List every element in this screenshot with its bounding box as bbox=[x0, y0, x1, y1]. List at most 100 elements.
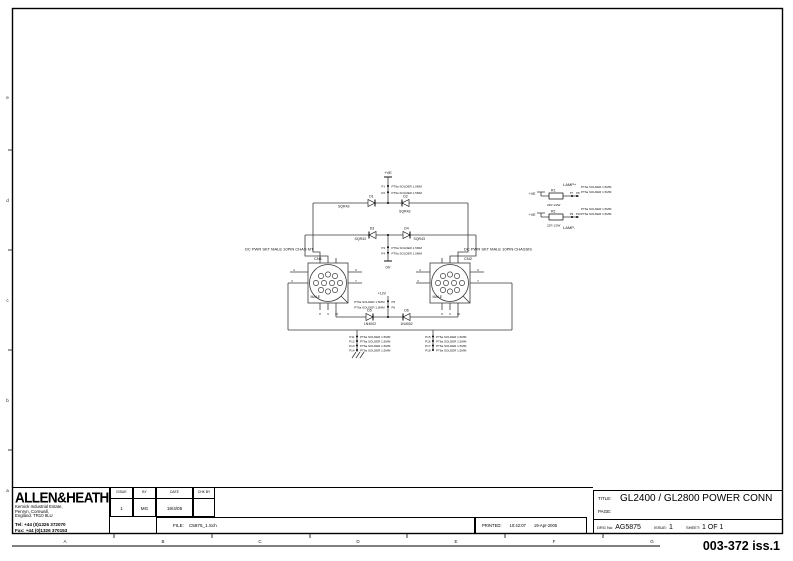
solder-note: PT6a SOLDER 1,5MM bbox=[360, 339, 391, 343]
lamp-plus-label: LAMP+ bbox=[563, 182, 577, 187]
cn1-pin-number: 7 bbox=[355, 279, 357, 283]
issue2-label: ISSUE: bbox=[653, 524, 668, 530]
cn2-pin-number: 9 bbox=[449, 312, 451, 316]
cn1-description: DC PWR SKT MALE 10PIN CHAS MT bbox=[245, 247, 314, 252]
lamp-minus-label: LAMP- bbox=[563, 225, 576, 230]
resistor-r1 bbox=[548, 192, 564, 200]
title-row: TITLE: GL2400 / GL2800 POWER CONN PAGE: bbox=[594, 491, 782, 520]
chk-cell: CHK BY bbox=[193, 487, 215, 517]
address-line: Penryn, Cornwall, bbox=[15, 508, 49, 514]
drawing-title-block: TITLE: GL2400 / GL2800 POWER CONN PAGE: … bbox=[593, 490, 783, 534]
sheet-border bbox=[8, 7, 784, 547]
date-header: DATE bbox=[157, 488, 192, 499]
file-value: C5875_1.Sch bbox=[188, 523, 217, 528]
by-value: MG bbox=[140, 506, 149, 511]
solder-note: PT6a SOLDER 1,5MM bbox=[354, 305, 385, 309]
row-letter: c bbox=[6, 298, 9, 303]
rail-label-ve: +VE bbox=[384, 170, 392, 175]
tel-line: Tel: +44 (0)1326 372070 bbox=[15, 522, 66, 528]
cn1-pin-number: 10 bbox=[335, 312, 339, 316]
diode-d2 bbox=[401, 199, 410, 207]
company-phone: Tel: +44 (0)1326 372070 Fax: +44 (0)1326… bbox=[15, 522, 109, 533]
diode-ref-d3: D3 bbox=[370, 227, 375, 231]
solder-note: PT6a SOLDER 1,5MM bbox=[392, 246, 423, 250]
diode-d4 bbox=[402, 231, 411, 239]
junction-dots bbox=[356, 185, 578, 351]
cn1-pin-number: 3 bbox=[291, 279, 293, 283]
diode-ref-d1: D1 bbox=[369, 195, 374, 199]
pin-label-p12: P12 bbox=[349, 339, 355, 343]
col-letter: A bbox=[63, 539, 66, 544]
drg-number: AG5875 bbox=[615, 523, 641, 531]
pin-label-p5: P5 bbox=[392, 300, 396, 304]
diode-part-d1: SQR43 bbox=[338, 205, 350, 209]
diode-part-d6: 1N4002 bbox=[400, 322, 412, 326]
cn2-description: DC PWR SKT MALE 10PIN CHASSIS bbox=[464, 247, 532, 252]
pin-label-p18: P18 bbox=[425, 348, 431, 352]
sheet-value: 1 OF 1 bbox=[701, 523, 724, 531]
row-letter: d bbox=[6, 198, 9, 203]
cn1-pin-number: 4 bbox=[293, 268, 295, 272]
printed-label: PRINTED: bbox=[482, 523, 502, 528]
solder-note: PT6a SOLDER 1,5MM bbox=[581, 190, 612, 194]
resistor-ref-r1: R1 bbox=[551, 189, 556, 193]
pin-label-p15: P15 bbox=[425, 335, 431, 339]
company-address: Kernick Industrial Estate, Penryn, Cornw… bbox=[15, 504, 109, 519]
row-letter: e bbox=[6, 95, 9, 100]
solder-note: PT6a SOLDER 1,5MM bbox=[360, 335, 391, 339]
border-letters: A B C D E F G e d c b a bbox=[6, 95, 654, 544]
col-letter: G bbox=[650, 539, 654, 544]
cn1-gender: MALE bbox=[311, 295, 321, 299]
col-letter: C bbox=[258, 539, 262, 544]
printed-date: 19-Apr-2005 bbox=[533, 523, 558, 528]
col-letter: D bbox=[356, 539, 360, 544]
diode-ref-d5: D5 bbox=[367, 309, 372, 313]
by-header: BY bbox=[134, 488, 155, 499]
cn2-pin-number: 8 bbox=[441, 312, 443, 316]
resistor-r2 bbox=[548, 213, 564, 221]
pin-label-p8: P8 bbox=[576, 191, 580, 195]
rail-label-12v: +12V bbox=[378, 292, 387, 296]
pin-label-p6: P6 bbox=[392, 305, 396, 309]
resistor-value-r1: 22R 1/2W bbox=[547, 203, 561, 207]
file-label: FILE: bbox=[173, 523, 184, 528]
cn1-pin-number: 9 bbox=[327, 312, 329, 316]
pin-label-p11: P11 bbox=[349, 335, 354, 339]
pin-label-p2: P2 bbox=[381, 191, 385, 195]
address-line: Kernick Industrial Estate, bbox=[15, 504, 63, 509]
chk-header: CHK BY bbox=[194, 488, 214, 499]
solder-note: PT6a SOLDER 1,5MM bbox=[581, 212, 612, 216]
diode-d1 bbox=[367, 199, 376, 207]
diode-d3 bbox=[368, 231, 377, 239]
connector-cn1 bbox=[307, 262, 349, 304]
diode-ref-d6: D6 bbox=[404, 309, 409, 313]
col-letter: B bbox=[161, 539, 164, 544]
cn2-pin-number: 10 bbox=[457, 312, 461, 316]
pin-label-p16: P16 bbox=[425, 339, 431, 343]
connector-key bbox=[340, 295, 349, 304]
solder-note: PT6a SOLDER 1,5MM bbox=[360, 348, 391, 352]
cn2-pin-number: 4 bbox=[419, 268, 421, 272]
pin-label-p1: P1 bbox=[381, 185, 385, 189]
date-cell: DATE 19/4/05 bbox=[156, 487, 193, 517]
title-label: TITLE: bbox=[598, 496, 612, 501]
solder-note: PT6a SOLDER 1,5MM bbox=[581, 185, 612, 189]
solder-note: PT6a SOLDER 1,5MM bbox=[436, 344, 467, 348]
drawing-title: GL2400 / GL2800 POWER CONN bbox=[620, 493, 773, 504]
drg-label: DRG No: bbox=[597, 524, 614, 530]
pin-label-p7: P7 bbox=[570, 191, 574, 195]
solder-note: PT6a SOLDER 1,5MM bbox=[392, 191, 423, 195]
diodes bbox=[365, 199, 411, 321]
file-strip: FILE: C5875_1.Sch bbox=[156, 517, 475, 534]
pin-label-p13: P13 bbox=[349, 344, 355, 348]
rail-label-ve: +VE bbox=[529, 192, 536, 196]
col-letter: F bbox=[553, 539, 556, 544]
solder-note: PT6a SOLDER 1,5MM bbox=[436, 335, 467, 339]
issue-header: ISSUE bbox=[111, 488, 132, 499]
solder-note: PT6a SOLDER 1,5MM bbox=[354, 300, 385, 304]
company-logo: ALLEN&HEATH bbox=[15, 489, 109, 506]
resistor-value-r2: 22R 1/2W bbox=[547, 224, 561, 228]
cn1-pin-number: 8 bbox=[319, 312, 321, 316]
title-block-top-line bbox=[12, 487, 593, 488]
